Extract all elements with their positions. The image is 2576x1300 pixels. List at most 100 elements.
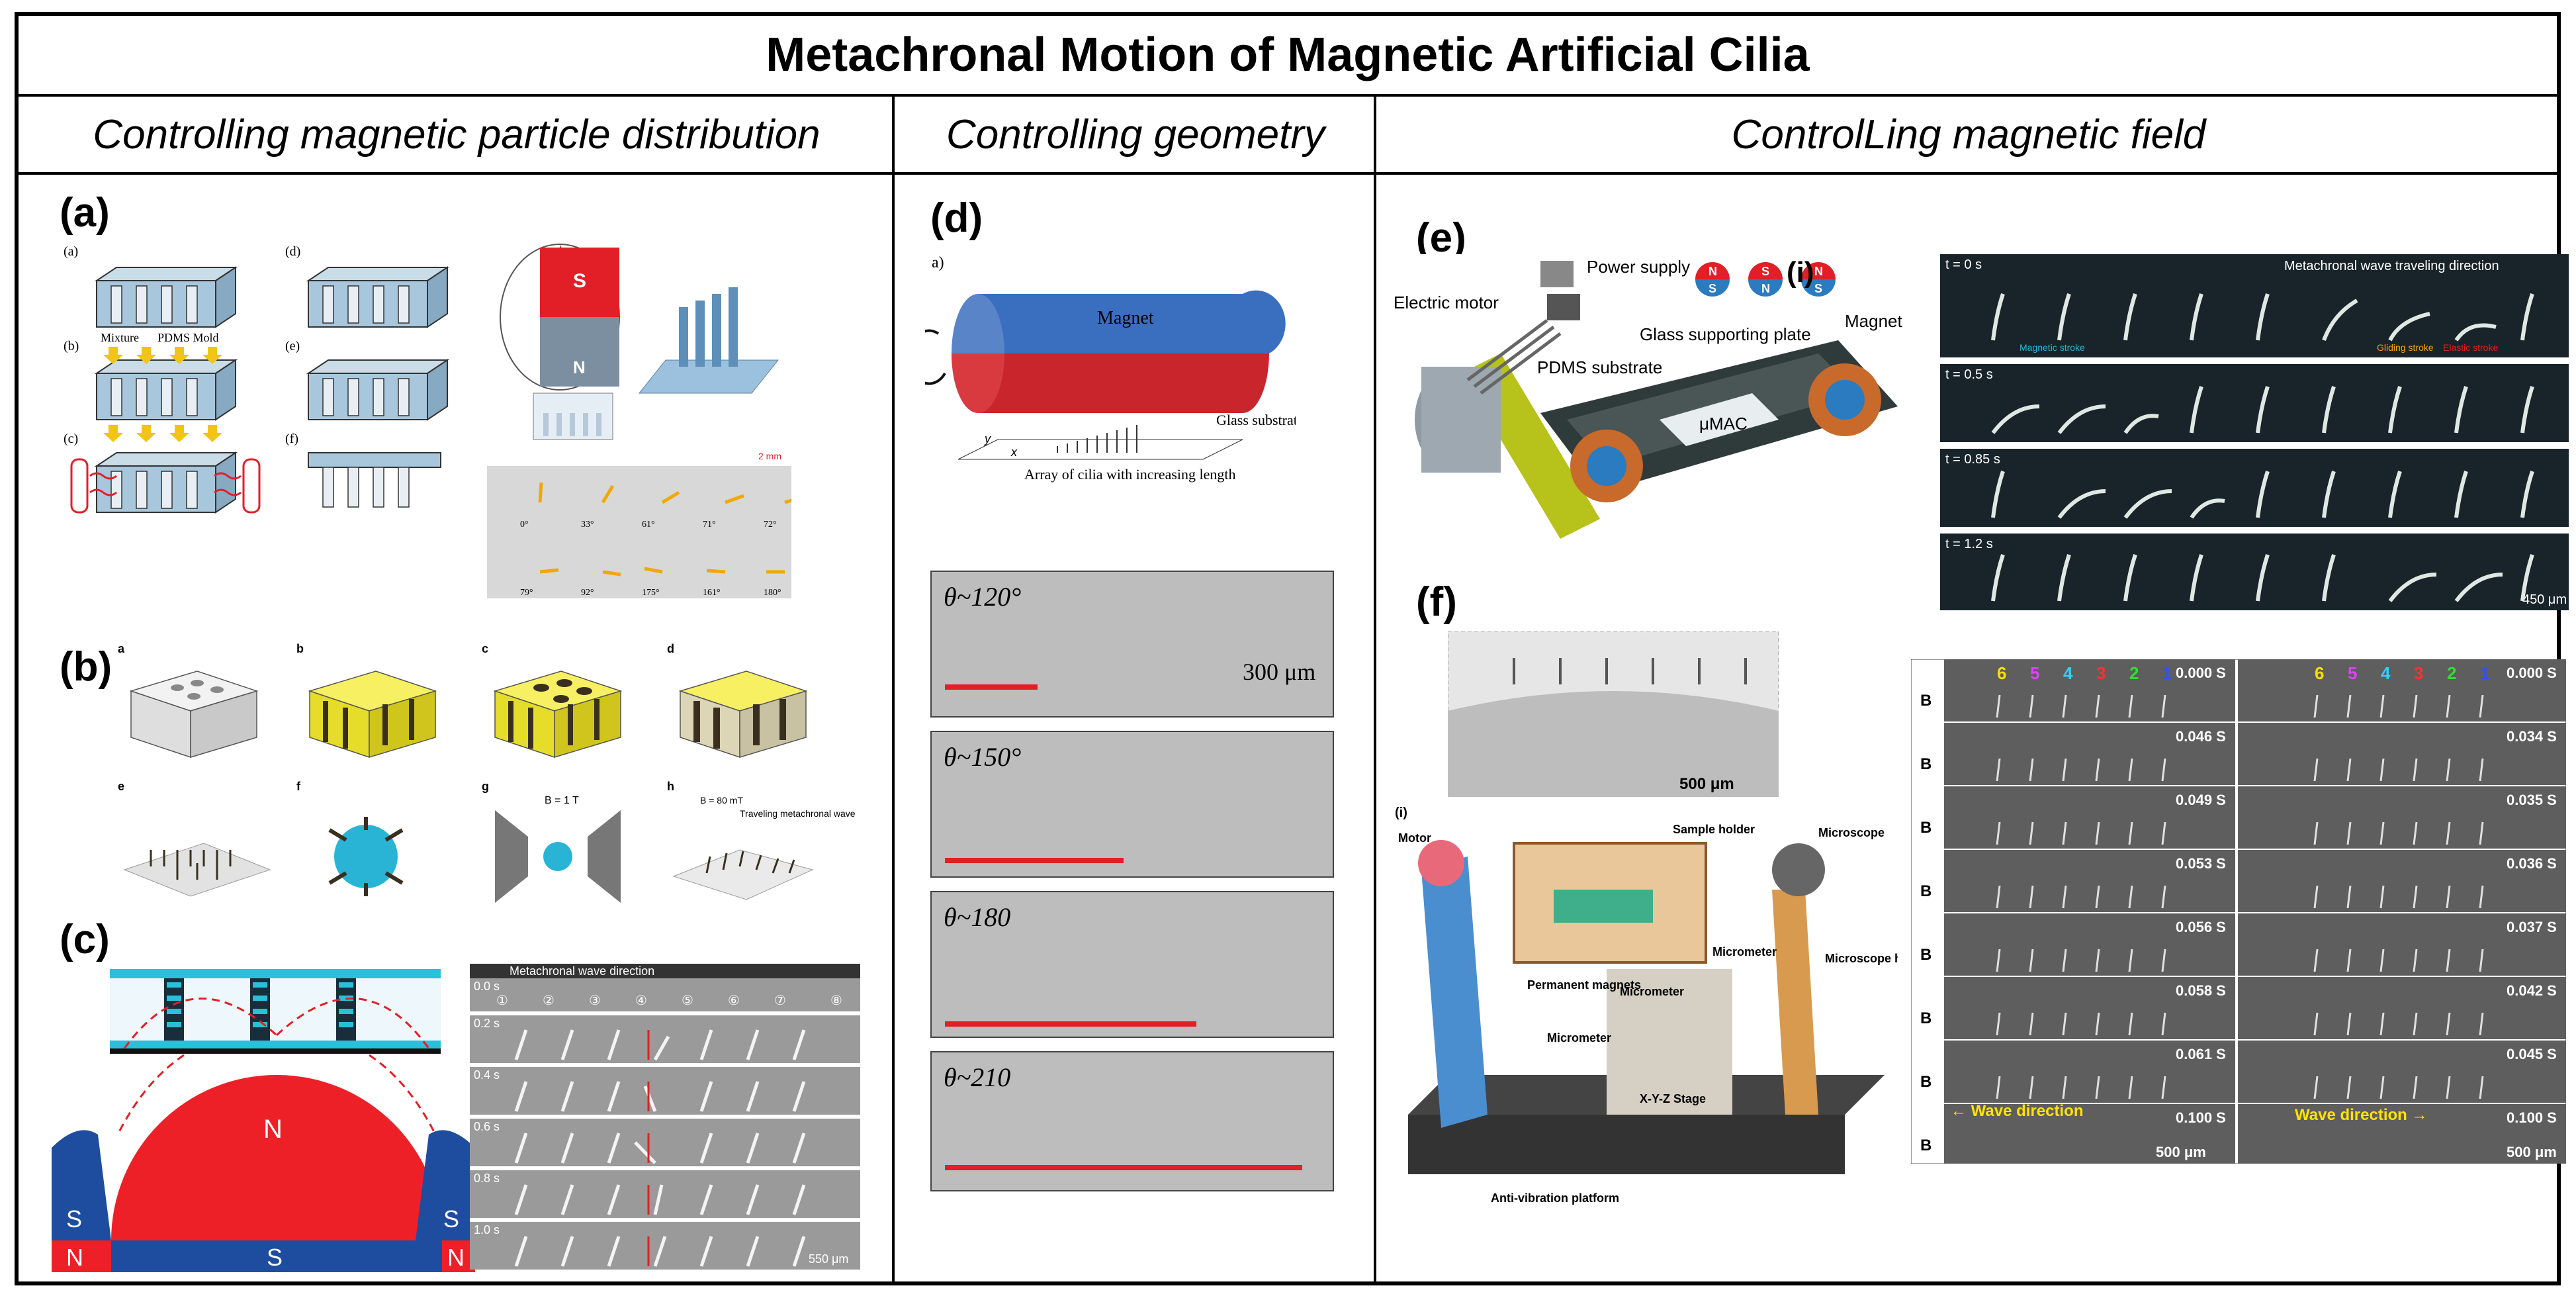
panel-f-timelapse: B B B B B B B B 6 5 4 3 2 1 6 5 4 3 2 1 …	[1911, 659, 2566, 1164]
pole-s: S	[573, 270, 586, 292]
cilium-index: ⑥	[728, 994, 740, 1008]
angle-label: 0°	[520, 520, 529, 530]
time-label: 0.046 S	[2176, 728, 2226, 745]
time-label: t = 1.2 s	[1945, 537, 1993, 551]
angle-label: 175°	[642, 588, 660, 598]
wave-direction: Wave direction →	[2295, 1106, 2427, 1124]
pole-label: N	[1761, 282, 1770, 295]
panel-a-fabrication: (a) (b) (c) (d) (e) (f)	[57, 241, 791, 598]
array-label: Array of cilia with increasing length	[1024, 466, 1236, 483]
arrow-icon	[945, 684, 1038, 690]
field-label: B	[1920, 1137, 1932, 1154]
column-divider	[892, 97, 895, 1285]
stroke-label: Magnetic stroke	[2020, 342, 2085, 353]
arrow-icon	[945, 1165, 1302, 1170]
part-label: Sample holder	[1673, 823, 1755, 836]
pole-label: S	[1814, 282, 1822, 295]
sub-label: g	[482, 780, 489, 793]
sub-label: (a)	[64, 244, 78, 259]
panel-label-e: (e)	[1416, 215, 1466, 261]
inset-label: (i)	[1787, 256, 1814, 289]
sub-label: e	[118, 780, 124, 793]
scale-bar-label: 500 μm	[2507, 1144, 2557, 1160]
stroke-label: Gliding stroke	[2377, 342, 2434, 353]
magnet-label: Magnet	[1097, 308, 1154, 328]
time-label: 0.000 S	[2507, 665, 2557, 681]
axis-label: y	[983, 432, 991, 445]
time-label: t = 0.85 s	[1945, 452, 2000, 467]
wave-direction: Metachronal wave traveling direction	[2284, 259, 2499, 273]
scale-bar-label: 500 μm	[2156, 1144, 2206, 1160]
field-label: B	[1920, 946, 1932, 964]
pole-n: N	[573, 357, 586, 377]
cilium-index: ④	[635, 994, 647, 1008]
time-label: 0.000 S	[2176, 665, 2226, 681]
panel-label-b: (b)	[60, 644, 112, 690]
cilium-number: 5	[2348, 663, 2357, 683]
plate-label: Glass supporting plate	[1640, 324, 1811, 344]
panel-f-inset: 500 μm	[1448, 631, 1779, 797]
pole-label: S	[1709, 282, 1716, 295]
panel-f-apparatus: (i) Motor Sample holder Microscope Perma…	[1395, 797, 1898, 1221]
part-label: X-Y-Z Stage	[1640, 1092, 1706, 1105]
mixture-label: Mixture	[101, 331, 139, 344]
time-label: 0.061 S	[2176, 1046, 2226, 1062]
time-label: 0.8 s	[474, 1172, 500, 1185]
substrate-label: Glass substrate	[1216, 412, 1296, 428]
time-label: t = 0 s	[1945, 257, 1982, 272]
panel-c-timelapse: Metachronal wave direction 0.0 s 0.2 s 0…	[470, 964, 860, 1270]
pole-n: N	[263, 1115, 283, 1144]
sub-label: c	[482, 642, 488, 655]
part-label: Permanent magnets	[1527, 978, 1641, 992]
cilium-number: 5	[2030, 663, 2039, 683]
cilium-number: 3	[2414, 663, 2423, 683]
scale-bar-label: 500 μm	[1679, 775, 1734, 793]
field-label: B	[1920, 819, 1932, 837]
time-label: 0.100 S	[2176, 1109, 2226, 1126]
sub-label: (b)	[64, 339, 79, 353]
column-heading-particles: Controlling magnetic particle distributi…	[19, 97, 895, 175]
sub-label: b	[296, 642, 304, 655]
time-label: 0.045 S	[2507, 1046, 2557, 1062]
panel-label-c: (c)	[60, 917, 110, 962]
time-label: 0.049 S	[2176, 792, 2226, 808]
time-label: 0.034 S	[2507, 728, 2557, 745]
figure-title: Metachronal Motion of Magnetic Artificia…	[19, 16, 2557, 97]
scale-bar-label: 2 mm	[758, 451, 781, 461]
cilium-index: ⑧	[830, 994, 842, 1008]
part-label: Micrometer	[1547, 1031, 1611, 1045]
time-label: 0.6 s	[474, 1120, 500, 1133]
part-label: Anti-vibration platform	[1491, 1191, 1619, 1205]
sub-label: a	[118, 642, 125, 655]
panel-label-d: (d)	[930, 195, 983, 241]
field-label: B	[1920, 692, 1932, 710]
wave-label: Traveling metachronal wave	[740, 808, 856, 819]
angle-label: 161°	[703, 588, 721, 598]
magnet-label: Magnet	[1845, 311, 1902, 331]
theta-strip: θ~180	[930, 891, 1334, 1038]
theta-strip: θ~150°	[930, 731, 1334, 878]
cilium-index: ⑦	[774, 994, 786, 1008]
pole-label: N	[1814, 265, 1823, 278]
time-label: 0.053 S	[2176, 855, 2226, 872]
cilium-number: 1	[2162, 663, 2172, 683]
panel-e-device: μMAC N S S N N S Electric motor Power su…	[1382, 254, 1931, 585]
part-label: Microscope holder	[1825, 952, 1898, 965]
part-label: Microscope	[1818, 826, 1885, 839]
wave-direction: ← Wave direction	[1951, 1102, 2083, 1120]
cilium-number: 6	[2315, 663, 2324, 683]
wave-direction: Metachronal wave direction	[510, 964, 654, 978]
pole-n: N	[447, 1244, 465, 1271]
field-label: B	[1920, 1073, 1932, 1091]
sub-label: a)	[932, 254, 944, 271]
mold-label: PDMS Mold	[157, 331, 219, 344]
field-label: B	[1920, 882, 1932, 900]
theta-label: θ~180	[944, 902, 1011, 932]
cilium-number: 2	[2129, 663, 2139, 683]
cilium-number: 6	[1997, 663, 2006, 683]
pole-s: S	[66, 1205, 82, 1232]
column-heading-field: ControlLing magnetic field	[1376, 97, 2561, 175]
part-label: Micrometer	[1620, 985, 1684, 998]
panel-e-timelapse: t = 0 s t = 0.5 s t = 0.85 s t = 1.2 s M…	[1940, 254, 2569, 610]
time-label: 0.2 s	[474, 1017, 500, 1030]
